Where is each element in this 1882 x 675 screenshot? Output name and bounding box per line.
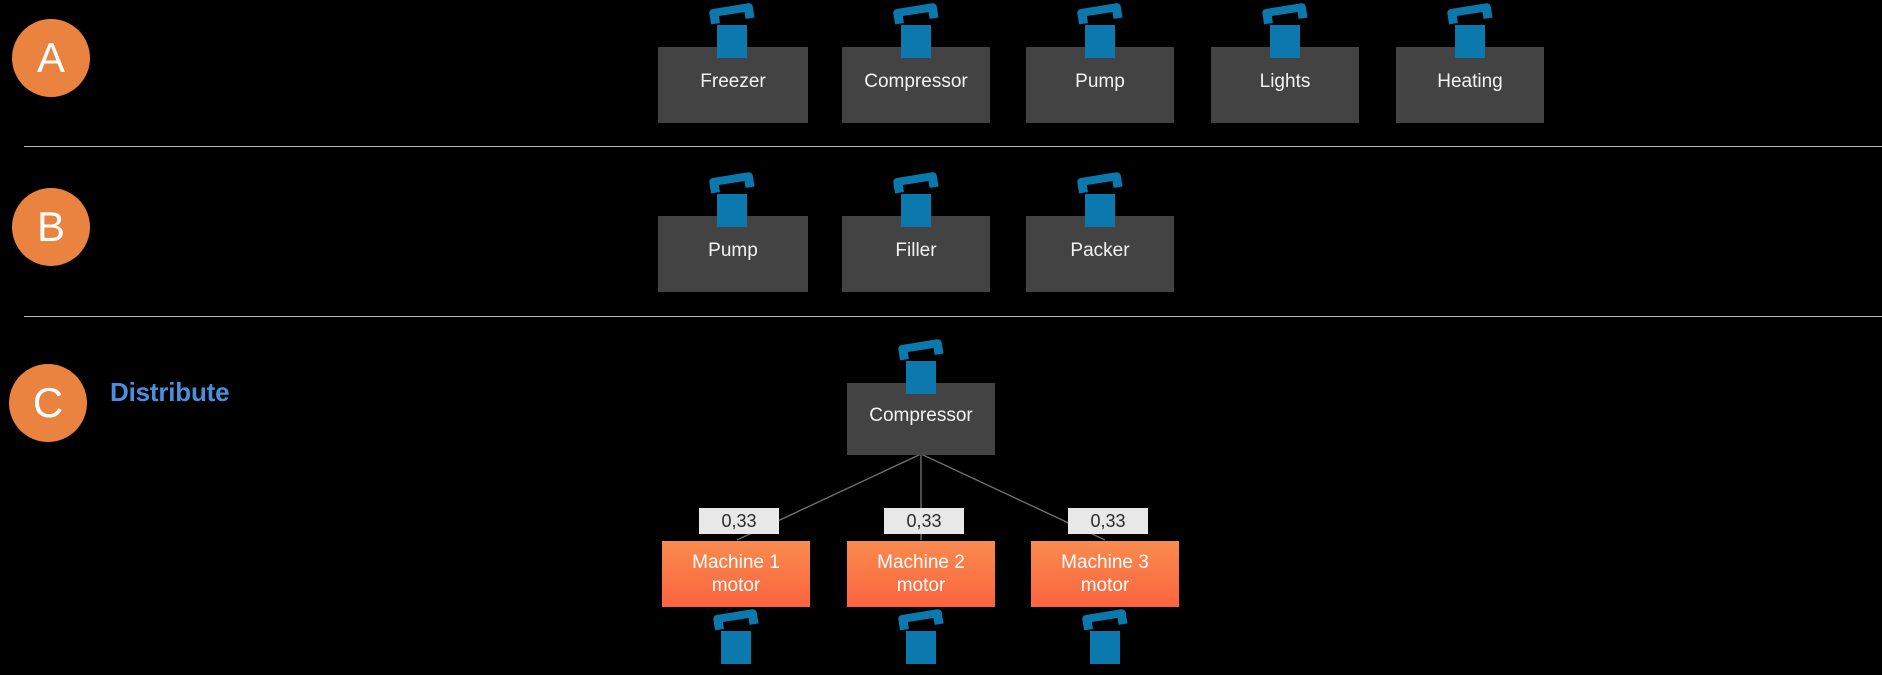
device-node-pump-b[interactable]: Pump	[658, 216, 808, 292]
machine-label-line1: Machine 3	[1061, 552, 1149, 573]
section-badge-b: B	[12, 188, 90, 266]
device-node-label: Pump	[1075, 71, 1125, 92]
padlock-open-icon	[1080, 606, 1130, 668]
section-badge-c: C	[9, 364, 87, 442]
section-divider-b-c	[24, 316, 1882, 317]
device-node-label: Compressor	[864, 71, 968, 92]
device-node-freezer[interactable]: Freezer	[658, 47, 808, 123]
machine-node-1[interactable]: Machine 1 motor	[662, 541, 810, 607]
machine-label-line1: Machine 2	[877, 552, 965, 573]
device-node-label: Packer	[1070, 240, 1130, 261]
machine-node-2[interactable]: Machine 2 motor	[847, 541, 995, 607]
device-node-label: Compressor	[869, 405, 973, 426]
device-node-pump[interactable]: Pump	[1026, 47, 1174, 123]
distribute-root-node-compressor[interactable]: Compressor	[847, 383, 995, 455]
device-node-label: Heating	[1437, 71, 1503, 92]
device-node-compressor[interactable]: Compressor	[842, 47, 990, 123]
machine-node-3[interactable]: Machine 3 motor	[1031, 541, 1179, 607]
machine-label-line2: motor	[1080, 575, 1130, 596]
device-node-filler[interactable]: Filler	[842, 216, 990, 292]
machine-label-line2: motor	[711, 575, 761, 596]
edge-weight-label: 0,33	[699, 508, 779, 534]
device-node-label: Pump	[708, 240, 758, 261]
device-node-label: Lights	[1259, 71, 1311, 92]
device-node-label: Freezer	[700, 71, 766, 92]
padlock-open-icon	[711, 606, 761, 668]
machine-label-line1: Machine 1	[692, 552, 780, 573]
edge-weight-label: 0,33	[884, 508, 964, 534]
device-node-packer[interactable]: Packer	[1026, 216, 1174, 292]
section-badge-a: A	[12, 19, 90, 97]
edge-weight-label: 0,33	[1068, 508, 1148, 534]
section-heading-distribute: Distribute	[110, 377, 230, 407]
section-divider-a-b	[24, 146, 1882, 147]
device-node-label: Filler	[895, 240, 937, 261]
device-node-lights[interactable]: Lights	[1211, 47, 1359, 123]
padlock-open-icon	[896, 606, 946, 668]
device-node-heating[interactable]: Heating	[1396, 47, 1544, 123]
machine-label-line2: motor	[896, 575, 946, 596]
